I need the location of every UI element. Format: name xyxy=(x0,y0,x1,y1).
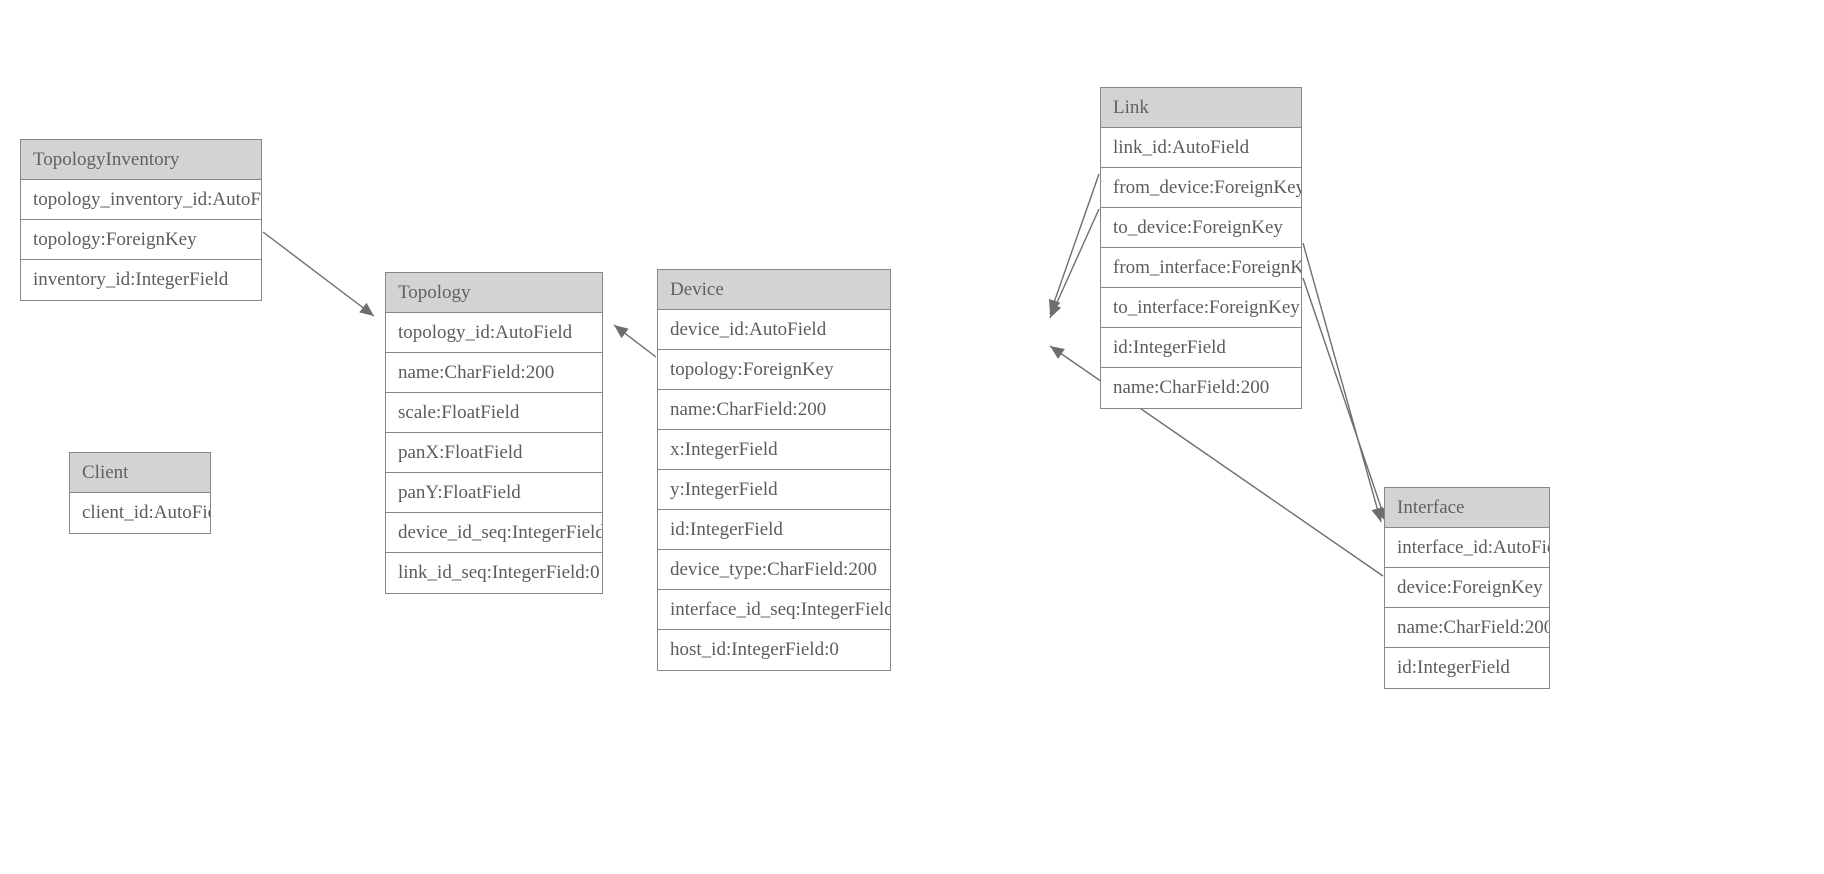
entity-title: Client xyxy=(70,453,210,493)
entity-field: link_id_seq:IntegerField:0 xyxy=(386,553,602,593)
entity-field: inventory_id:IntegerField xyxy=(21,260,261,300)
entity-field: device:ForeignKey xyxy=(1385,568,1549,608)
entity-device[interactable]: Device device_id:AutoField topology:Fore… xyxy=(657,269,891,671)
entity-field: topology:ForeignKey xyxy=(21,220,261,260)
entity-field: device_type:CharField:200 xyxy=(658,550,890,590)
entity-title: Interface xyxy=(1385,488,1549,528)
entity-title: TopologyInventory xyxy=(21,140,261,180)
entity-title: Topology xyxy=(386,273,602,313)
edge-link-from-device xyxy=(1048,173,1100,315)
entity-field: name:CharField:200 xyxy=(386,353,602,393)
edge-topologyinventory-topology xyxy=(262,231,375,317)
edge-link-from-interface xyxy=(1302,242,1384,523)
entity-field: from_device:ForeignKey xyxy=(1101,168,1301,208)
entity-field: client_id:AutoField xyxy=(70,493,210,533)
entity-field: topology_id:AutoField xyxy=(386,313,602,353)
edge-link-to-device xyxy=(1049,208,1100,319)
entity-field: topology_inventory_id:AutoField xyxy=(21,180,261,220)
entity-title: Device xyxy=(658,270,890,310)
entity-field: host_id:IntegerField:0 xyxy=(658,630,890,670)
entity-field: interface_id:AutoField xyxy=(1385,528,1549,568)
entity-interface[interactable]: Interface interface_id:AutoField device:… xyxy=(1384,487,1550,689)
entity-field: link_id:AutoField xyxy=(1101,128,1301,168)
entity-field: panX:FloatField xyxy=(386,433,602,473)
entity-field: device_id:AutoField xyxy=(658,310,890,350)
entity-field: name:CharField:200 xyxy=(658,390,890,430)
entity-topology[interactable]: Topology topology_id:AutoField name:Char… xyxy=(385,272,603,594)
entity-field: to_interface:ForeignKey xyxy=(1101,288,1301,328)
entity-field: id:IntegerField xyxy=(1385,648,1549,688)
entity-field: id:IntegerField xyxy=(1101,328,1301,368)
edge-link-to-interface xyxy=(1302,277,1388,523)
entity-link[interactable]: Link link_id:AutoField from_device:Forei… xyxy=(1100,87,1302,409)
edge-device-topology xyxy=(613,324,657,358)
entity-field: y:IntegerField xyxy=(658,470,890,510)
entity-title: Link xyxy=(1101,88,1301,128)
entity-field: name:CharField:200 xyxy=(1385,608,1549,648)
entity-field: device_id_seq:IntegerField:0 xyxy=(386,513,602,553)
entity-field: topology:ForeignKey xyxy=(658,350,890,390)
entity-field: x:IntegerField xyxy=(658,430,890,470)
entity-field: from_interface:ForeignKey xyxy=(1101,248,1301,288)
entity-field: interface_id_seq:IntegerField:0 xyxy=(658,590,890,630)
entity-field: name:CharField:200 xyxy=(1101,368,1301,408)
entity-field: scale:FloatField xyxy=(386,393,602,433)
entity-field: id:IntegerField xyxy=(658,510,890,550)
entity-client[interactable]: Client client_id:AutoField xyxy=(69,452,211,534)
entity-field: to_device:ForeignKey xyxy=(1101,208,1301,248)
entity-field: panY:FloatField xyxy=(386,473,602,513)
entity-topologyinventory[interactable]: TopologyInventory topology_inventory_id:… xyxy=(20,139,262,301)
